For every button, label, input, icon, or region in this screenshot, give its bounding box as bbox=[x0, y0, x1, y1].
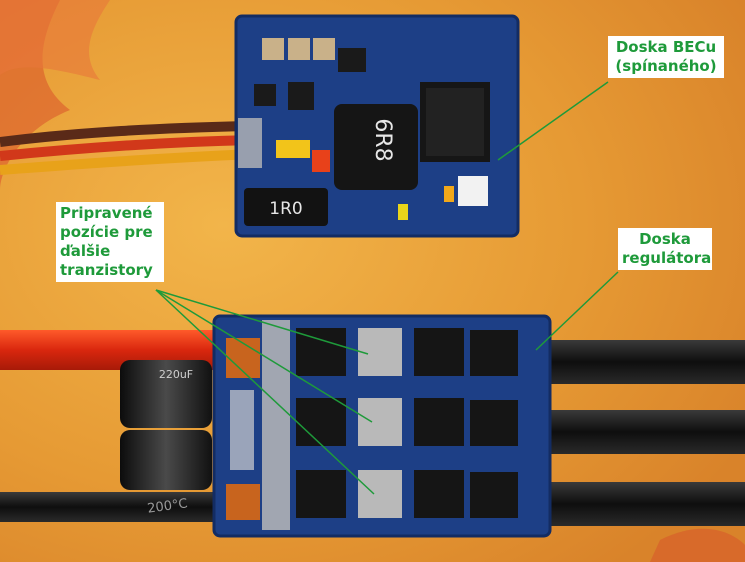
mosfet bbox=[414, 398, 464, 446]
solder-pad-block bbox=[226, 484, 260, 520]
empty-mosfet-position bbox=[358, 398, 402, 446]
electrolytic-capacitor bbox=[120, 430, 212, 490]
mosfet bbox=[414, 470, 464, 518]
led bbox=[398, 204, 408, 220]
inductor-large bbox=[334, 104, 418, 190]
motor-wire bbox=[540, 340, 745, 384]
tantalum-capacitor bbox=[312, 150, 330, 172]
smd-part bbox=[444, 186, 454, 202]
becu-board: 6R8 1R0 bbox=[234, 14, 520, 238]
chip bbox=[288, 82, 314, 110]
label-prepared-positions: Pripravené pozície pre ďalšie tranzistor… bbox=[56, 202, 164, 282]
pointer-line bbox=[497, 81, 609, 161]
svg-text:220uF: 220uF bbox=[159, 368, 193, 381]
mosfet bbox=[470, 400, 518, 446]
empty-mosfet-position bbox=[358, 470, 402, 518]
label-becu-board: Doska BECu (spínaného) bbox=[608, 36, 724, 78]
servo-wire-orange bbox=[0, 149, 255, 175]
wire-temperature-label: 200°C bbox=[146, 496, 188, 516]
empty-mosfet-position bbox=[358, 328, 402, 376]
mosfet bbox=[296, 470, 346, 518]
pointer-line bbox=[155, 289, 375, 495]
background-pattern bbox=[0, 0, 110, 80]
chip bbox=[254, 84, 276, 106]
pointer-line bbox=[155, 289, 373, 423]
smd-capacitor bbox=[313, 38, 335, 60]
motor-wire bbox=[540, 410, 745, 454]
inductor-large-label: 6R8 bbox=[370, 118, 395, 161]
mosfet bbox=[414, 328, 464, 376]
smd-part bbox=[458, 176, 488, 206]
inductor-small bbox=[244, 188, 328, 226]
chip bbox=[338, 48, 366, 72]
inductor-small-label: 1R0 bbox=[269, 199, 302, 219]
smd-capacitor bbox=[262, 38, 284, 60]
pointer-line bbox=[535, 271, 619, 351]
servo-wire-red bbox=[0, 135, 253, 161]
mosfet bbox=[470, 472, 518, 518]
servo-wire-brown bbox=[0, 121, 251, 147]
regulator-board bbox=[212, 314, 552, 538]
label-regulator-board: Doska regulátora bbox=[618, 228, 712, 270]
power-wire-black bbox=[0, 492, 230, 522]
mosfet bbox=[296, 328, 346, 376]
electrolytic-capacitor: 220uF bbox=[120, 360, 212, 428]
background-pattern bbox=[650, 528, 745, 562]
smd-capacitor bbox=[288, 38, 310, 60]
pointer-line bbox=[155, 289, 369, 355]
mosfet bbox=[470, 330, 518, 376]
motor-wire bbox=[540, 482, 745, 526]
tantalum-capacitor bbox=[276, 140, 310, 158]
mosfet bbox=[296, 398, 346, 446]
